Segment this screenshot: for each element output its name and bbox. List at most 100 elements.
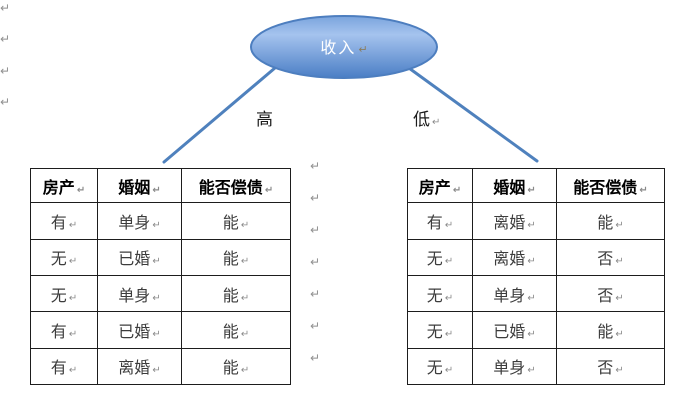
cell-end-mark: ↵ [527,219,536,231]
table-cell[interactable]: 否↵ [556,347,665,386]
header-cell-marriage[interactable]: 婚姻↵ [97,167,182,204]
cell-end-mark: ↵ [452,184,462,196]
header-cell-property[interactable]: 房产↵ [30,167,98,204]
table-cell[interactable]: 离婚↵ [472,202,557,240]
paragraph-mark: ↵ [0,95,11,109]
table-cell[interactable]: 能↵ [556,202,665,240]
cell-end-mark: ↵ [76,184,86,196]
cell-end-mark: ↵ [152,328,161,340]
cell-text: 无 [426,249,443,269]
table-cell[interactable]: 有↵ [30,202,98,240]
table-row: 无↵ 已婚↵ 能↵ [407,311,665,349]
table-cell[interactable]: 能↵ [181,238,291,276]
table-row: 有↵ 离婚↵ 能↵ [407,202,665,240]
table-cell[interactable]: 离婚↵ [97,347,182,386]
income-node-label[interactable]: 收入↵ [284,34,404,58]
paragraph-mark: ↵ [310,351,321,365]
table-cell[interactable]: 有↵ [30,347,98,386]
branch-label-low[interactable]: 低↵ [413,105,440,130]
cell-end-mark: ↵ [444,328,454,340]
paragraph-mark: ↵ [358,43,368,56]
cell-text: 否 [597,358,614,378]
connector-right-line[interactable] [400,61,539,163]
cell-end-mark: ↵ [444,219,454,231]
cell-end-mark: ↵ [152,219,161,231]
table-cell[interactable]: 已婚↵ [97,311,182,349]
connector-left-line[interactable] [162,60,284,164]
cell-text: 无 [50,285,67,305]
cell-end-mark: ↵ [240,365,250,377]
left-branch-table: 房产↵ 婚姻↵ 能否偿债↵ 有↵ 单身↵ 能↵ 无↵ 已婚↵ 能↵ 无↵ 单身↵… [30,167,291,386]
cell-text: 已婚 [118,249,151,269]
table-cell[interactable]: 单身↵ [97,202,182,240]
cell-end-mark: ↵ [68,328,78,340]
table-cell[interactable]: 无↵ [407,347,473,386]
header-text: 房产 [42,177,75,197]
paragraph-mark: ↵ [310,287,321,301]
table-row: 无↵ 已婚↵ 能↵ [30,238,291,276]
cell-end-mark: ↵ [615,219,624,231]
table-cell[interactable]: 有↵ [407,202,473,240]
cell-text: 无 [426,321,443,341]
table-cell[interactable]: 能↵ [181,202,291,240]
cell-end-mark: ↵ [615,365,624,377]
cell-text: 能 [222,249,239,269]
table-cell[interactable]: 能↵ [181,347,291,386]
branch-high-text: 高 [256,110,273,130]
cell-end-mark: ↵ [152,365,161,377]
table-cell[interactable]: 离婚↵ [472,238,557,276]
cell-text: 已婚 [493,321,526,341]
cell-text: 单身 [118,285,151,305]
paragraph-mark: ↵ [310,255,321,269]
table-cell[interactable]: 否↵ [556,238,665,276]
table-cell[interactable]: 单身↵ [472,347,557,386]
paragraph-mark: ↵ [432,117,441,128]
table-cell[interactable]: 无↵ [407,311,473,349]
cell-text: 能 [222,358,239,378]
table-row: 有↵ 离婚↵ 能↵ [30,347,291,386]
header-cell-property[interactable]: 房产↵ [407,167,473,204]
table-cell[interactable]: 无↵ [30,238,98,276]
table-cell[interactable]: 有↵ [30,311,98,349]
table-row: 无↵ 单身↵ 否↵ [407,347,665,386]
cell-text: 有 [50,358,67,378]
cell-end-mark: ↵ [444,256,454,268]
income-node-text: 收入 [320,38,357,57]
table-cell[interactable]: 已婚↵ [97,238,182,276]
table-cell[interactable]: 单身↵ [97,274,182,313]
table-cell[interactable]: 无↵ [407,274,473,313]
table-cell[interactable]: 无↵ [407,238,473,276]
cell-text: 无 [50,249,67,269]
table-cell[interactable]: 单身↵ [472,274,557,313]
header-cell-repay[interactable]: 能否偿债↵ [181,167,291,204]
cell-end-mark: ↵ [527,256,536,268]
table-row: 有↵ 单身↵ 能↵ [30,202,291,240]
cell-text: 单身 [493,285,526,305]
cell-end-mark: ↵ [527,184,536,196]
right-branch-table: 房产↵ 婚姻↵ 能否偿债↵ 有↵ 离婚↵ 能↵ 无↵ 离婚↵ 否↵ 无↵ 单身↵… [407,167,665,386]
header-text: 房产 [418,177,451,197]
table-cell[interactable]: 能↵ [181,274,291,313]
cell-text: 离婚 [493,212,526,232]
cell-text: 已婚 [118,321,151,341]
cell-end-mark: ↵ [68,219,78,231]
table-cell[interactable]: 已婚↵ [472,311,557,349]
table-cell[interactable]: 无↵ [30,274,98,313]
income-node-ellipse[interactable] [250,15,438,79]
header-cell-repay[interactable]: 能否偿债↵ [556,167,665,204]
table-cell[interactable]: 能↵ [556,311,665,349]
cell-end-mark: ↵ [68,292,78,304]
cell-text: 离婚 [493,249,526,269]
paragraph-mark: ↵ [0,32,11,46]
branch-label-high[interactable]: 高 [256,105,273,130]
paragraph-mark: ↵ [310,191,321,205]
cell-text: 无 [426,358,443,378]
table-cell[interactable]: 能↵ [181,311,291,349]
paragraph-mark: ↵ [310,159,321,173]
header-cell-marriage[interactable]: 婚姻↵ [472,167,557,204]
cell-end-mark: ↵ [152,292,161,304]
cell-text: 有 [50,321,67,341]
cell-end-mark: ↵ [639,184,648,196]
table-cell[interactable]: 否↵ [556,274,665,313]
cell-end-mark: ↵ [152,256,161,268]
